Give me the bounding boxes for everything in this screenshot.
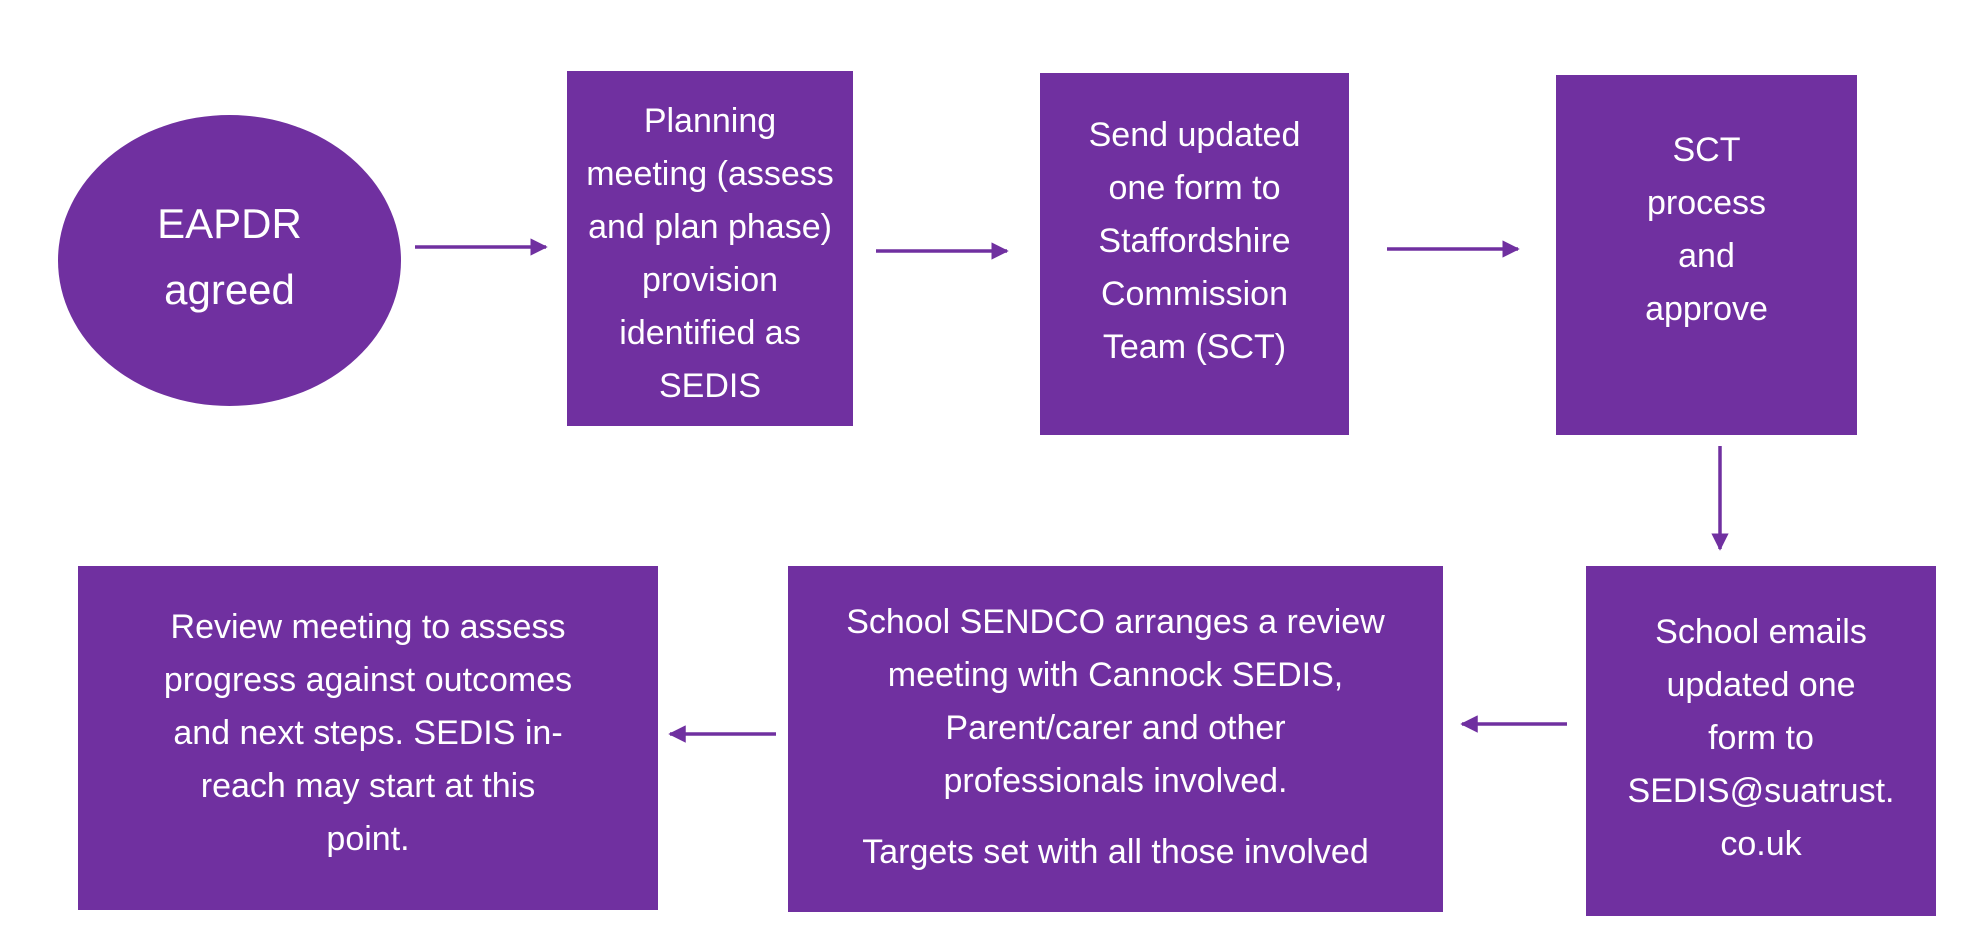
node-text-line: School emails: [1655, 613, 1867, 651]
node-text-line: Review meeting to assess: [170, 608, 566, 646]
node-text-line: Parent/carer and other: [945, 709, 1286, 747]
sct-approve-node: SCT process and approve: [1556, 75, 1857, 435]
planning-meeting-node: Planning meeting (assess and plan phase)…: [567, 71, 853, 426]
node-text-line: professionals involved.: [943, 762, 1288, 800]
review-meeting-node: Review meeting to assess progress agains…: [78, 566, 658, 910]
node-text-line: meeting (assess: [586, 155, 834, 193]
node-text-line: point.: [326, 820, 410, 858]
node-text-line: and: [1678, 237, 1735, 275]
node-text-line: SEDIS@suatrust.: [1627, 772, 1895, 810]
node-text-line: process: [1646, 184, 1767, 222]
send-form-node: Send updated one form to Staffordshire C…: [1040, 73, 1349, 435]
sendco-review-node: School SENDCO arranges a review meeting …: [788, 566, 1443, 912]
node-text-line: progress against outcomes: [163, 661, 573, 699]
node-text-line: provision: [641, 261, 779, 299]
node-text-line: identified as: [619, 314, 801, 352]
node-text-line: and next steps. SEDIS in-: [173, 714, 563, 752]
eapdr-agreed-node: EAPDR agreed: [58, 115, 401, 406]
node-text-line: co.uk: [1720, 825, 1802, 863]
node-text-line: Staffordshire: [1098, 222, 1291, 260]
node-text-line: one form to: [1108, 169, 1281, 207]
node-text-line: SEDIS: [658, 367, 762, 405]
node-text-line: updated one: [1666, 666, 1856, 704]
node-text-line: EAPDR: [157, 199, 302, 247]
node-text-line: meeting with Cannock SEDIS,: [887, 656, 1344, 694]
node-text-line: Team (SCT): [1102, 328, 1287, 366]
node-text-line: reach may start at this: [200, 767, 536, 805]
node-text-line: Send updated: [1088, 116, 1301, 154]
node-text-line: SCT: [1672, 131, 1741, 169]
node-text-line: and plan phase): [588, 208, 832, 246]
node-text-line: approve: [1645, 290, 1768, 328]
targets-text: Targets set with all those involved: [862, 833, 1369, 871]
school-emails-node: School emails updated one form to SEDIS@…: [1586, 566, 1936, 916]
node-text-line: agreed: [164, 265, 295, 313]
node-text-line: Commission: [1100, 275, 1289, 313]
node-text-line: form to: [1708, 719, 1814, 757]
node-text-line: School SENDCO arranges a review: [846, 603, 1385, 641]
node-text-line: Planning: [643, 102, 777, 140]
